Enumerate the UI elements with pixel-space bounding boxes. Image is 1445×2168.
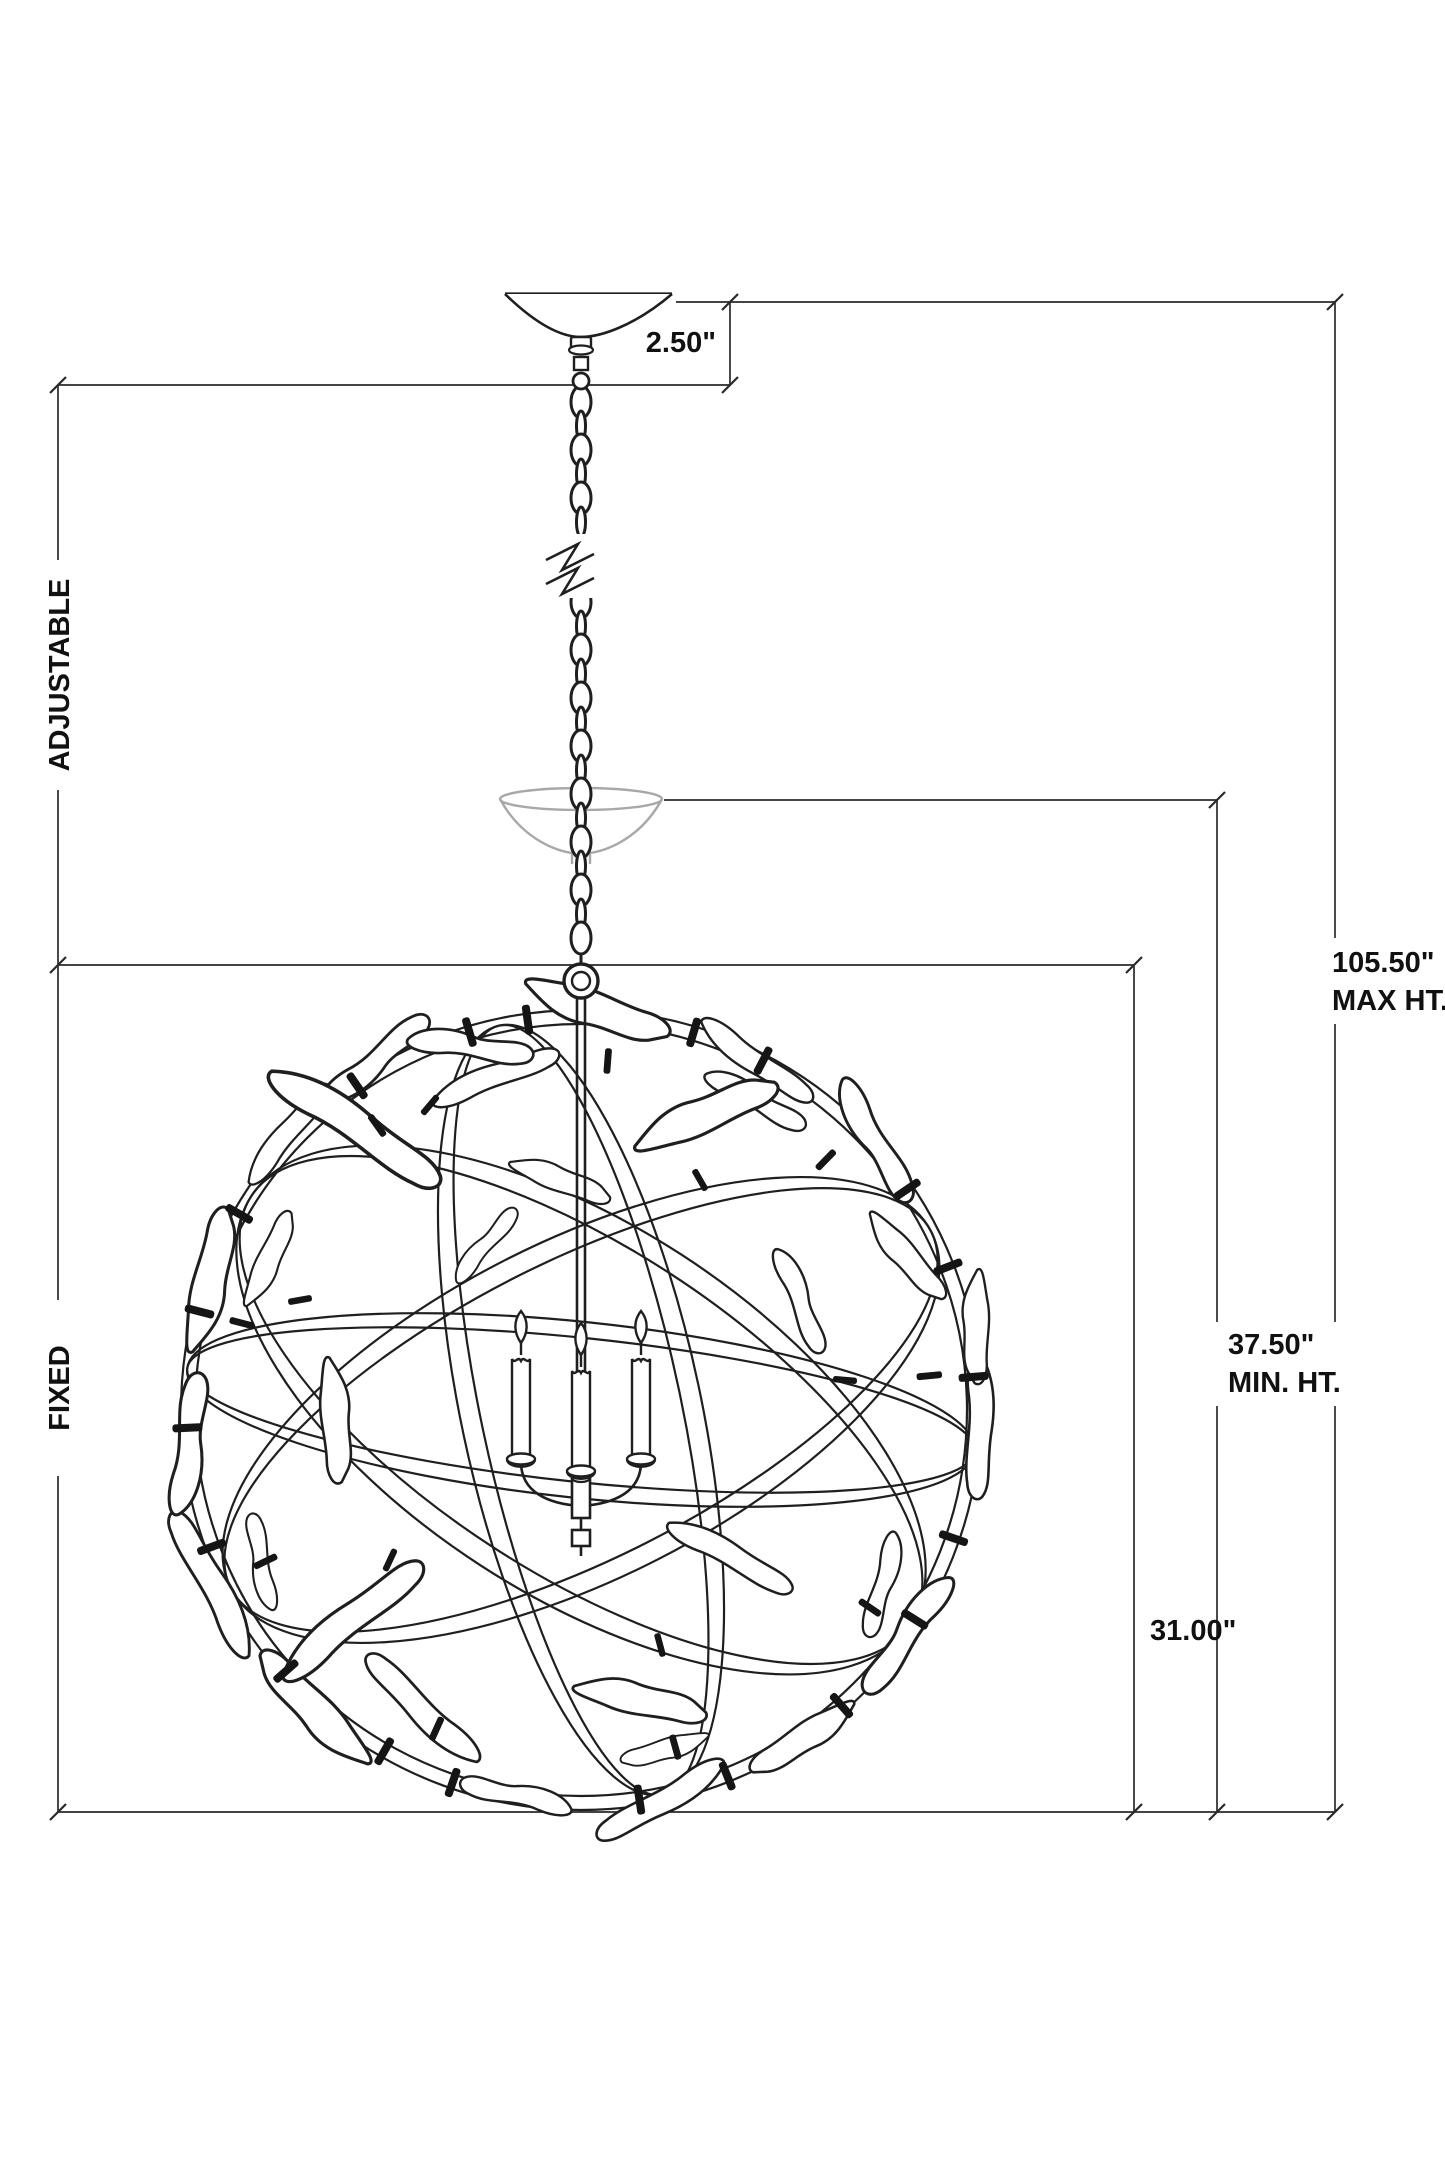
driftwood-piece bbox=[568, 1668, 712, 1731]
orb-top-ring bbox=[562, 946, 600, 1000]
candle-right bbox=[625, 1309, 657, 1468]
adjustable-label: ADJUSTABLE bbox=[44, 579, 76, 772]
chain bbox=[569, 384, 593, 956]
driftwood-piece bbox=[164, 1369, 216, 1520]
driftwood-piece bbox=[235, 1206, 304, 1314]
driftwood-piece bbox=[504, 1148, 617, 1211]
max-height-caption: MAX HT. bbox=[1332, 985, 1445, 1017]
canopy-height-label: 2.50" bbox=[646, 327, 716, 359]
driftwood-piece bbox=[661, 1508, 800, 1604]
ceiling-canopy bbox=[504, 292, 673, 391]
driftwood-piece bbox=[589, 1751, 734, 1851]
chain-link bbox=[569, 920, 593, 956]
dimension-ticks bbox=[49, 293, 1344, 1821]
max-height-value: 105.50" bbox=[1332, 947, 1434, 979]
min-height-caption: MIN. HT. bbox=[1228, 1367, 1341, 1399]
bottom-finial bbox=[570, 1528, 592, 1548]
center-column bbox=[570, 1476, 592, 1520]
driftwood-piece bbox=[767, 1242, 834, 1359]
driftwood-piece bbox=[314, 1354, 358, 1486]
candle-cluster bbox=[505, 1309, 657, 1556]
band-tie bbox=[287, 1294, 313, 1306]
dimension-labels: 2.50" ADJUSTABLE FIXED 105.50" MAX HT. 3… bbox=[44, 327, 1445, 1647]
chain-link bbox=[575, 505, 587, 539]
dimension-lines bbox=[49, 293, 1344, 1821]
band-tie bbox=[653, 1632, 667, 1658]
fixed-label: FIXED bbox=[44, 1345, 76, 1430]
band-tie bbox=[172, 1423, 203, 1433]
candle-left bbox=[505, 1309, 537, 1468]
driftwood-piece bbox=[960, 1267, 991, 1386]
candle-center bbox=[565, 1321, 597, 1480]
band-tie bbox=[814, 1148, 838, 1172]
min-height-value: 37.50" bbox=[1228, 1329, 1314, 1361]
fixture-height-label: 31.00" bbox=[1150, 1615, 1236, 1647]
chain-break-symbol bbox=[545, 534, 604, 598]
band-tie bbox=[916, 1371, 943, 1381]
driftwood-piece bbox=[446, 1201, 524, 1288]
band-tie bbox=[832, 1375, 858, 1385]
band-tie bbox=[603, 1048, 613, 1074]
